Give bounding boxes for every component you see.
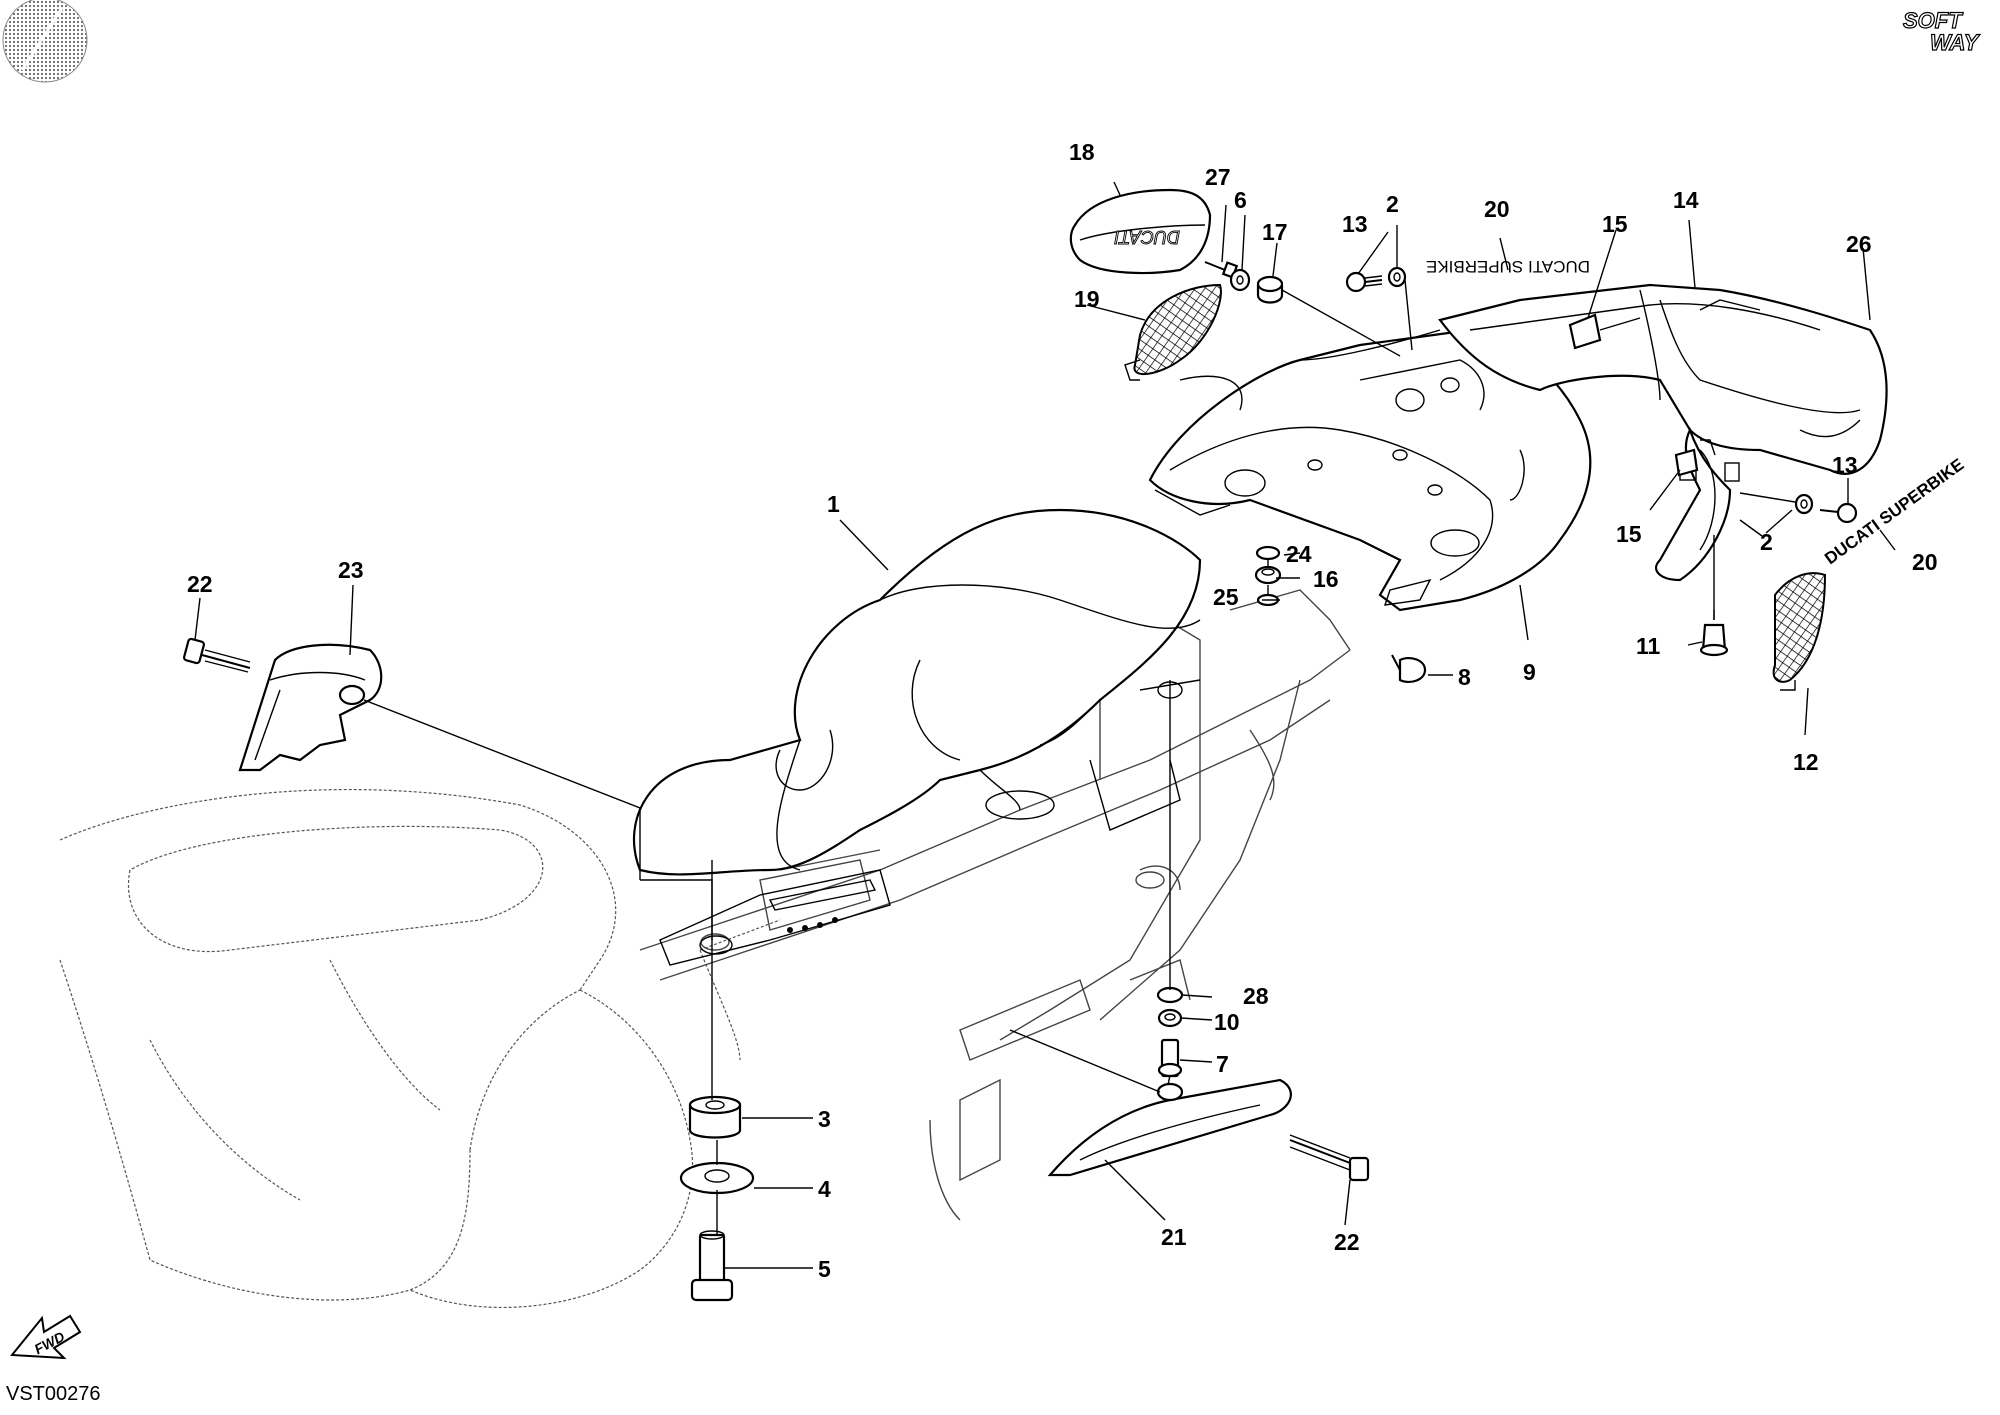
plug-11 [1699,610,1729,657]
drawing-code: VST00276 [6,1383,101,1405]
mesh-cover-right [1772,572,1827,691]
callout-2-right: 2 [1760,529,1773,555]
callout-leaders [194,181,1896,1269]
decal-upper-text: DUCATI SUPERBIKE [1426,257,1590,276]
callout-4: 4 [818,1176,831,1202]
seat-logo: DUCATI [1114,227,1180,247]
bushing-bolt-5 [690,1230,734,1302]
callout-15-upper: 15 [1602,211,1628,237]
callout-13-right: 13 [1832,452,1858,478]
callout-16: 16 [1313,566,1339,592]
callout-25: 25 [1213,584,1239,610]
callout-labels: 1 2 2 3 4 5 6 7 8 9 10 11 12 13 13 14 15… [187,139,1938,1282]
callout-28: 28 [1243,983,1269,1009]
forward-arrow-icon: FWD [9,1314,82,1360]
screw-13-right [1819,502,1858,524]
callout-26: 26 [1846,231,1872,257]
callout-10: 10 [1214,1009,1240,1035]
seat-cowl [1148,328,1592,612]
bolt-22-right [1289,1134,1370,1182]
assembly-lines [363,279,1796,1235]
callout-19: 19 [1074,286,1100,312]
callout-27: 27 [1205,164,1231,190]
callout-15-lower: 15 [1616,521,1642,547]
brand-logo: SOFT WAY [1898,6,1994,56]
spacer-17 [1256,275,1284,304]
screw-7 [1157,1038,1183,1078]
callout-21: 21 [1161,1224,1187,1250]
callout-5: 5 [818,1256,831,1282]
callout-1: 1 [827,491,840,517]
callout-2-upper: 2 [1386,191,1399,217]
washer-24 [1255,545,1281,561]
rear-passenger-seat: DUCATI [1069,188,1212,275]
callout-20-right: 20 [1912,549,1938,575]
seat-mount-plate [659,869,891,966]
callout-11: 11 [1636,633,1661,659]
dual-seat [632,508,1202,876]
right-side-panel [1655,427,1740,582]
nut-10 [1157,1008,1183,1028]
clip-15-lower [1674,448,1699,477]
support-bracket-left [238,643,383,772]
callout-18: 18 [1069,139,1095,165]
callout-7: 7 [1216,1051,1229,1077]
callout-12: 12 [1793,749,1819,775]
callout-23: 23 [338,557,364,583]
corner-disc-icon [2,0,88,83]
grommet-16 [1254,565,1282,585]
callout-22-left: 22 [187,571,213,597]
rear-subframe-outline [639,589,1351,1221]
washer-28 [1156,986,1184,1004]
callout-17: 17 [1262,219,1288,245]
screw-8 [1391,654,1427,684]
callout-14: 14 [1673,187,1699,213]
tail-section [1438,283,1888,475]
callout-6: 6 [1234,187,1247,213]
clip-15-upper [1568,313,1602,350]
screw-13-upper [1345,271,1383,293]
bolt-22-left [182,637,251,673]
grommet-3 [688,1095,742,1139]
callout-22-right: 22 [1334,1229,1360,1255]
callout-9: 9 [1523,659,1536,685]
brand-logo-line2: WAY [1930,30,1981,55]
callout-3: 3 [818,1106,831,1132]
mesh-cover-left [1124,283,1222,381]
decal-upper: DUCATI SUPERBIKE [1426,257,1590,276]
washer-2-upper [1387,266,1407,288]
callout-24: 24 [1286,541,1312,567]
washer-6 [1229,268,1251,292]
callout-13-upper: 13 [1342,211,1368,237]
washer-2-right [1794,493,1814,515]
brand-logo-line1: SOFT [1903,8,1963,33]
callout-8: 8 [1458,664,1471,690]
fuel-tank-outline [59,788,781,1309]
washer-4 [679,1161,755,1195]
lower-bracket [1047,1078,1292,1177]
callout-20-upper: 20 [1484,196,1510,222]
